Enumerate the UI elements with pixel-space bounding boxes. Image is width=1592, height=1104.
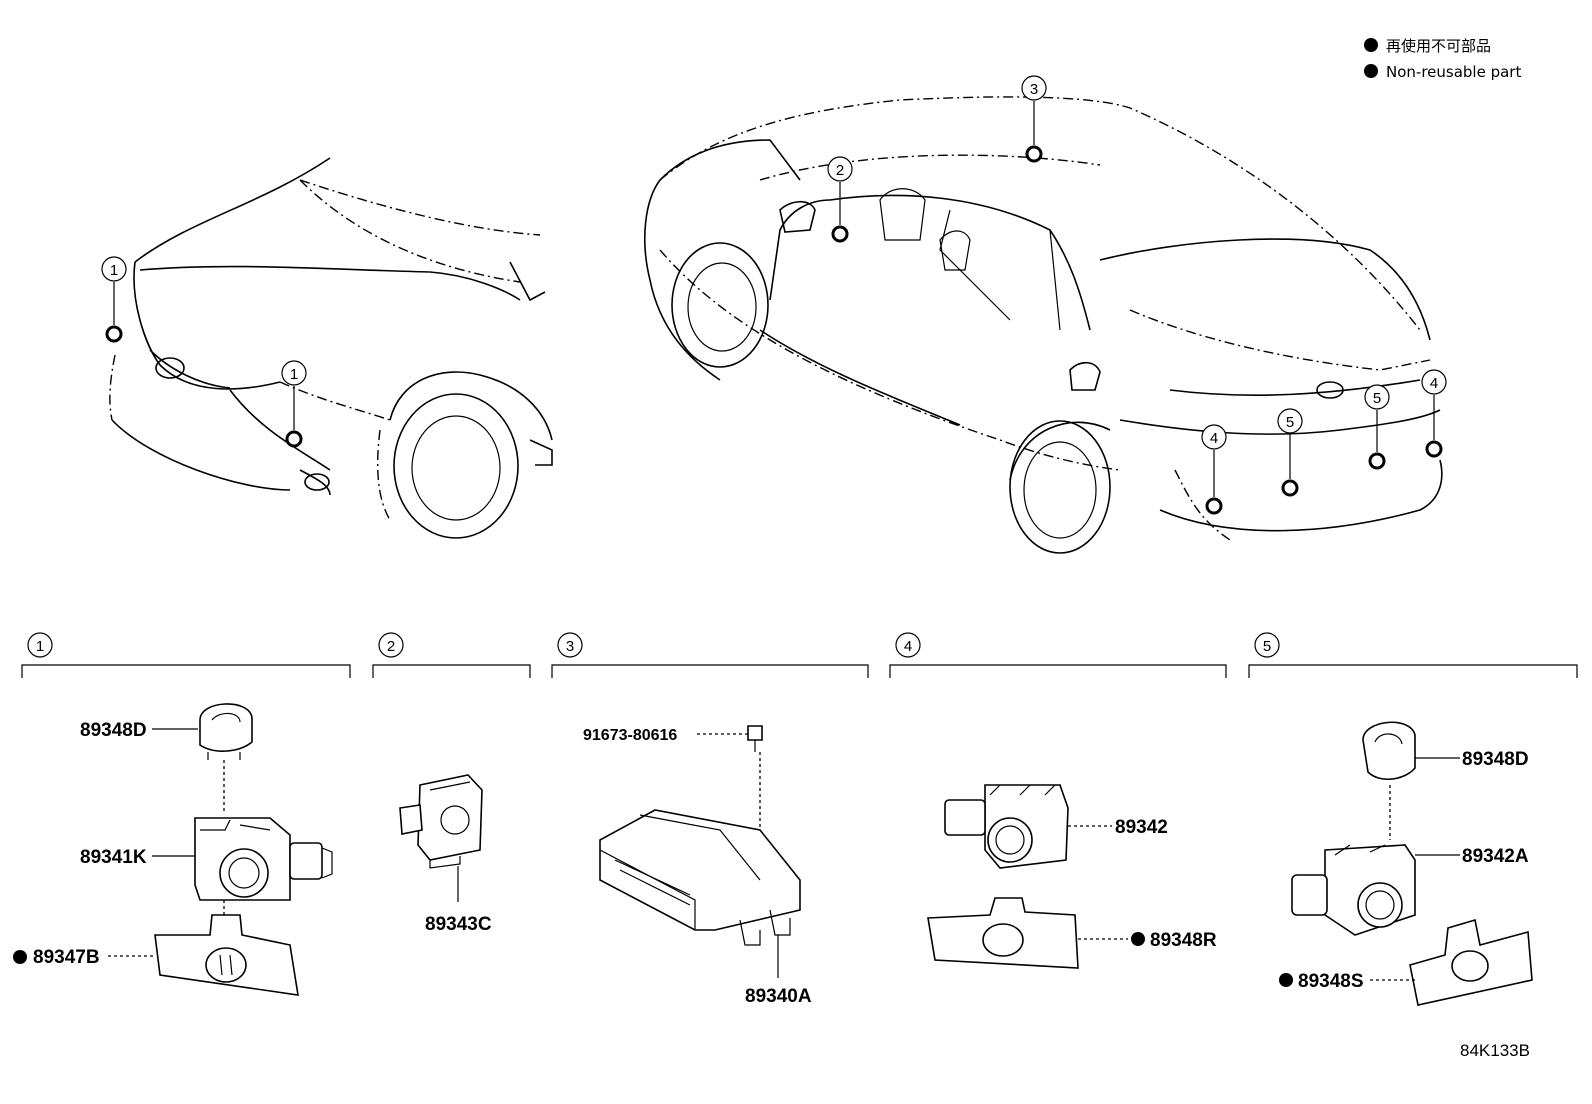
rear-car-view: [644, 96, 1443, 554]
group-1-parts: 89348D 89341K 89347B: [13, 703, 333, 996]
group-number: 5: [1263, 638, 1271, 655]
sensor-location-marker: [831, 225, 849, 243]
drawing-code: 84K133B: [1460, 1041, 1530, 1060]
callout-number: 1: [290, 366, 298, 383]
sensor-location-marker: [1425, 440, 1443, 458]
non-reusable-bullet-icon: [1131, 932, 1145, 946]
sensor-cap-drawing: [199, 703, 253, 752]
non-reusable-bullet-icon: [1364, 64, 1378, 78]
front-car-view: [109, 157, 553, 539]
sensor-location-marker: [1281, 479, 1299, 497]
callout-number: 3: [1030, 81, 1038, 98]
part-label: 89348R: [1150, 930, 1217, 951]
part-label: 89341K: [80, 847, 147, 868]
group-5-parts: 89348D 89342A 89348S: [1279, 721, 1533, 1006]
group-headers: 1 2 3 4 5: [21, 632, 1578, 678]
legend-ja: 再使用不可部品: [1386, 37, 1491, 55]
callout-circle: [1364, 384, 1390, 410]
callout-circle: [1277, 408, 1303, 434]
callout-circle: [1201, 424, 1227, 450]
group-number: 4: [904, 638, 912, 655]
callout-circle: [827, 156, 853, 182]
part-label: 89348D: [80, 720, 147, 741]
callout-circle: [281, 360, 307, 386]
legend-en: Non-reusable part: [1386, 63, 1521, 81]
group-number: 1: [36, 638, 44, 655]
legend: 再使用不可部品 Non-reusable part: [1364, 37, 1521, 81]
part-label: 89348S: [1298, 971, 1364, 992]
non-reusable-bullet-icon: [1364, 38, 1378, 52]
part-label: 91673-80616: [583, 727, 677, 744]
sensor-unit-drawing: [417, 774, 483, 861]
callout-number: 4: [1430, 375, 1438, 392]
callout-circle: [1021, 75, 1047, 101]
part-label: 89340A: [745, 986, 812, 1007]
callout-number: 1: [110, 262, 118, 279]
callout-number: 5: [1286, 414, 1294, 431]
location-markers: 1 1 2 3 4 4 5 5: [101, 75, 1447, 515]
group-3-parts: 91673-80616 89340A: [583, 725, 812, 1007]
part-label: 89343C: [425, 914, 492, 935]
part-label: 89342A: [1462, 846, 1529, 867]
callout-circle: [101, 256, 127, 282]
sensor-location-marker: [1368, 452, 1386, 470]
sensor-location-marker: [1025, 145, 1043, 163]
non-reusable-bullet-icon: [13, 950, 27, 964]
part-label: 89347B: [33, 947, 100, 968]
callout-number: 2: [836, 162, 844, 179]
group-number: 2: [387, 638, 395, 655]
part-label: 89342: [1115, 817, 1168, 838]
callout-number: 5: [1373, 390, 1381, 407]
part-label: 89348D: [1462, 749, 1529, 770]
bolt-drawing: [747, 725, 763, 741]
ecu-module-drawing: [599, 809, 801, 931]
non-reusable-bullet-icon: [1279, 973, 1293, 987]
group-4-parts: 89342 89348R: [927, 784, 1217, 969]
sensor-location-marker: [1205, 497, 1223, 515]
callout-circle: [1421, 369, 1447, 395]
callout-number: 4: [1210, 430, 1218, 447]
sensor-location-marker: [105, 325, 123, 343]
group-2-parts: 89343C: [399, 774, 492, 935]
sensor-cap-drawing: [1362, 721, 1416, 780]
sensor-location-marker: [285, 430, 303, 448]
group-number: 3: [566, 638, 574, 655]
